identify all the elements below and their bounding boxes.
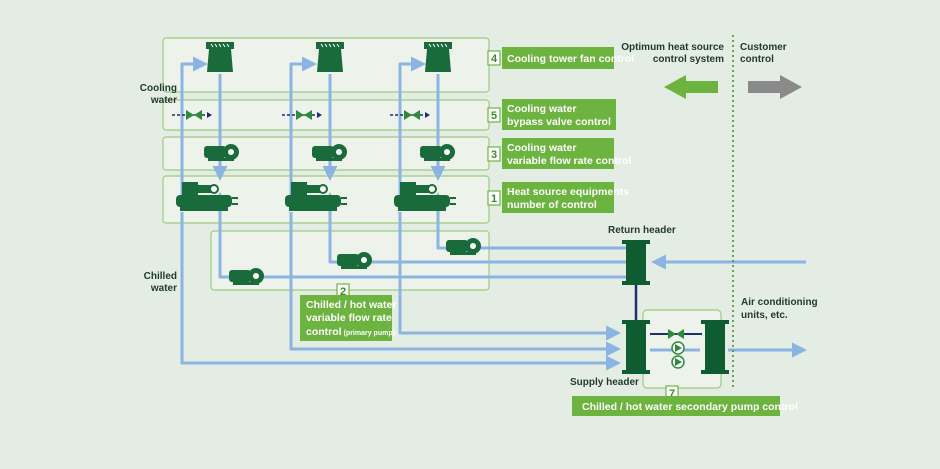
cooling-loop-1-return <box>180 56 208 195</box>
primary-return-1 <box>212 192 628 279</box>
pump-icon <box>204 144 239 161</box>
control-number-box <box>487 146 501 162</box>
cooling-tower-icon <box>424 42 452 72</box>
control-number-4: 4 <box>491 53 498 65</box>
primary-return-3 <box>430 192 628 250</box>
pump-icon <box>229 268 264 285</box>
pump-icon <box>446 238 481 255</box>
cooling-loop-2-return <box>289 56 317 195</box>
control-text-4: Cooling tower fan control <box>507 53 634 65</box>
control-label-4 <box>502 47 614 69</box>
equipment-layer <box>172 42 685 369</box>
valve-icon <box>668 329 684 339</box>
arrow-left-icon <box>664 75 718 99</box>
pump-icon <box>312 144 347 161</box>
secondary-header <box>701 320 729 374</box>
arrow-right-icon <box>748 75 802 99</box>
chiller-icon <box>394 182 456 211</box>
control-label-1 <box>502 182 614 213</box>
valve-icon <box>172 110 212 120</box>
chilled-supply-line-2 <box>289 212 621 357</box>
header-icon <box>626 323 646 371</box>
chilled-supply-line-3 <box>398 212 621 341</box>
control-number-box <box>487 50 501 66</box>
supply-header-label: Supply header <box>570 377 639 388</box>
control-number-box <box>487 107 501 123</box>
chiller-icon <box>285 182 347 211</box>
control-text-7: Chilled / hot water secondary pump contr… <box>582 401 798 413</box>
pump-icon <box>337 252 372 269</box>
control-number-3: 3 <box>491 149 497 161</box>
control-number-1: 1 <box>491 193 497 205</box>
primary-return-2 <box>322 192 628 264</box>
valve-icon <box>282 110 322 120</box>
control-labels: 4 Cooling tower fan control 5 Cooling wa… <box>300 47 798 416</box>
control-label-3 <box>502 138 614 169</box>
return-header-label: Return header <box>608 225 676 236</box>
control-label-5 <box>502 99 616 130</box>
cooling-tower-icon <box>316 42 344 72</box>
check-valve-icon <box>671 341 685 369</box>
control-number-box <box>487 190 501 206</box>
chilled-supply-line-1 <box>180 212 621 371</box>
header-icon <box>705 323 725 371</box>
cooling-tower-icon <box>206 42 234 72</box>
chiller-icon <box>176 182 238 211</box>
supply-header <box>622 320 650 374</box>
valve-icon <box>390 110 430 120</box>
control-number-7: 7 <box>669 388 675 400</box>
control-number-2: 2 <box>340 286 346 298</box>
control-label-2 <box>300 295 392 341</box>
header-icon <box>626 243 646 282</box>
cooling-loop-3-return <box>398 56 426 195</box>
control-number-5: 5 <box>491 110 497 122</box>
return-header <box>622 240 650 285</box>
control-label-7 <box>572 396 780 416</box>
pump-icon <box>420 144 455 161</box>
